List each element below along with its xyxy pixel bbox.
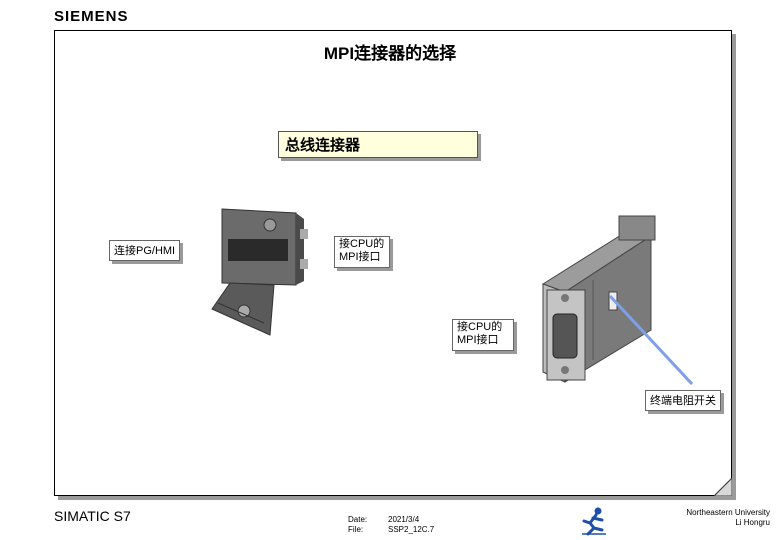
terminator-pointer-line bbox=[608, 294, 694, 386]
callout-line: MPI接口 bbox=[339, 251, 381, 263]
university-credit: Northeastern University Li Hongru bbox=[686, 508, 770, 528]
callout-cpu-mpi-right: 接CPU的 MPI接口 bbox=[452, 319, 514, 351]
file-label: File: bbox=[348, 525, 364, 534]
callout-cpu-mpi-top: 接CPU的 MPI接口 bbox=[334, 236, 390, 268]
page-fold-icon bbox=[714, 478, 732, 496]
university-name: Northeastern University bbox=[686, 508, 770, 517]
runner-logo-icon bbox=[582, 507, 606, 536]
product-name: SIMATIC S7 bbox=[54, 508, 131, 524]
callout-line: 接CPU的 bbox=[457, 321, 503, 333]
bus-connector-label: 总线连接器 bbox=[278, 131, 478, 158]
author-name: Li Hongru bbox=[735, 518, 770, 527]
date-label: Date: bbox=[348, 515, 368, 524]
callout-terminator-switch: 终端电阻开关 bbox=[645, 390, 721, 411]
cpu-connector-image bbox=[541, 215, 656, 383]
footer-labels: Date: File: bbox=[348, 515, 367, 535]
slide-title: MPI连接器的选择 bbox=[323, 44, 457, 63]
file-value: SSP2_12C.7 bbox=[388, 525, 435, 534]
footer-values: 2021/3/4 SSP2_12C.7 bbox=[388, 515, 434, 535]
connector-plug-image bbox=[211, 208, 308, 336]
callout-line: 接CPU的 bbox=[339, 238, 385, 250]
date-value: 2021/3/4 bbox=[388, 515, 420, 524]
callout-line: MPI接口 bbox=[457, 334, 499, 346]
siemens-logo: SIEMENS bbox=[54, 8, 129, 25]
callout-connect-pg: 连接PG/HMI bbox=[109, 240, 181, 261]
